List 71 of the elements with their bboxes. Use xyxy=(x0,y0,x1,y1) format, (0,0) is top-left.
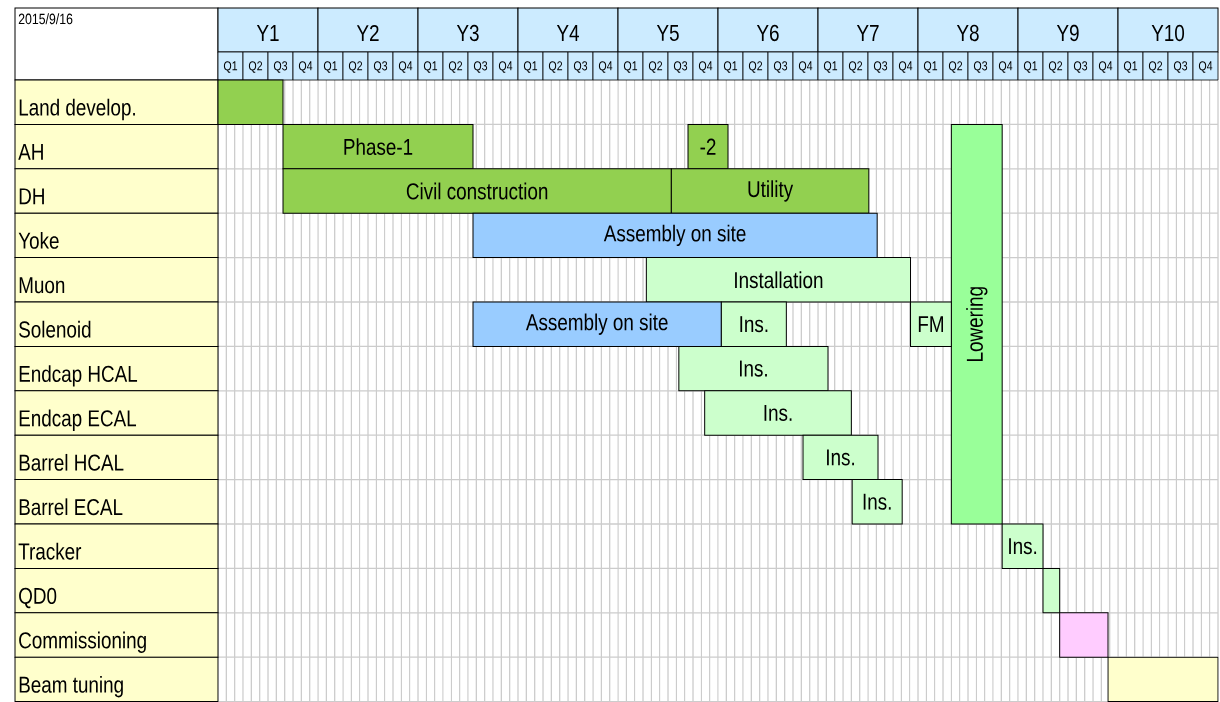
quarter-header: Q3 xyxy=(667,51,694,81)
task-bar xyxy=(217,79,284,125)
quarter-header: Q2 xyxy=(742,51,769,81)
quarter-header: Q4 xyxy=(1092,51,1119,81)
quarter-header: Q2 xyxy=(642,51,669,81)
task-bar: Assembly on site xyxy=(472,212,878,259)
row-header: DH xyxy=(14,168,219,214)
quarter-header: Q2 xyxy=(842,51,869,81)
quarter-header: Q3 xyxy=(867,51,894,81)
task-bar xyxy=(1107,656,1219,702)
quarter-header: Q4 xyxy=(292,51,319,81)
task-bar: Assembly on site xyxy=(472,301,722,347)
task-bar xyxy=(1042,567,1061,614)
row-header: Endcap HCAL xyxy=(14,345,219,392)
task-bar: Ins. xyxy=(851,479,903,525)
quarter-header: Q4 xyxy=(992,51,1019,81)
quarter-header: Q1 xyxy=(217,51,244,81)
row-header: Endcap ECAL xyxy=(14,390,219,436)
row-header: QD0 xyxy=(14,567,219,614)
quarter-header: Q4 xyxy=(492,51,519,81)
task-bar: FM xyxy=(910,301,952,347)
quarter-header: Q3 xyxy=(567,51,594,81)
task-bar xyxy=(1059,612,1109,658)
quarter-header: Q3 xyxy=(767,51,794,81)
quarter-header: Q1 xyxy=(517,51,544,81)
quarter-header: Q4 xyxy=(892,51,919,81)
task-bar: -2 xyxy=(687,123,729,170)
quarter-header: Q2 xyxy=(1142,51,1169,81)
task-bar: Ins. xyxy=(720,301,787,347)
row-header: Commissioning xyxy=(14,612,219,658)
quarter-header: Q2 xyxy=(442,51,469,81)
quarter-header: Q1 xyxy=(1017,51,1044,81)
row-header: Beam tuning xyxy=(14,656,219,702)
quarter-header: Q3 xyxy=(267,51,294,81)
row-header: Solenoid xyxy=(14,301,219,347)
quarter-header: Q4 xyxy=(692,51,719,81)
task-bar: Ins. xyxy=(704,390,852,436)
quarter-header: Q2 xyxy=(342,51,369,81)
quarter-header: Q1 xyxy=(417,51,444,81)
task-bar: Ins. xyxy=(1001,523,1044,569)
task-bar: Civil construction xyxy=(282,168,672,214)
quarter-header: Q4 xyxy=(1192,51,1219,81)
quarter-header: Q1 xyxy=(717,51,744,81)
row-header: Land develop. xyxy=(14,79,219,125)
quarter-header: Q3 xyxy=(1067,51,1094,81)
row-header: Tracker xyxy=(14,523,219,569)
quarter-header: Q3 xyxy=(967,51,994,81)
quarter-header: Q2 xyxy=(242,51,269,81)
quarter-header: Q4 xyxy=(392,51,419,81)
date-text: 2015/9/16 xyxy=(14,7,219,81)
row-header: Barrel HCAL xyxy=(14,434,219,481)
quarter-header: Q2 xyxy=(542,51,569,81)
quarter-header: Q1 xyxy=(617,51,644,81)
row-header: Muon xyxy=(14,257,219,303)
row-header: Barrel ECAL xyxy=(14,479,219,525)
quarter-header: Q1 xyxy=(817,51,844,81)
quarter-header: Q2 xyxy=(1042,51,1069,81)
task-bar: Phase-1 xyxy=(282,123,474,170)
quarter-header: Q1 xyxy=(1117,51,1144,81)
quarter-header: Q3 xyxy=(367,51,394,81)
quarter-header: Q1 xyxy=(917,51,944,81)
quarter-header: Q1 xyxy=(317,51,344,81)
quarter-header: Q4 xyxy=(792,51,819,81)
row-header: AH xyxy=(14,123,219,170)
task-bar: Lowering xyxy=(950,123,1003,525)
quarter-header: Q4 xyxy=(592,51,619,81)
task-bar: Ins. xyxy=(802,434,879,481)
quarter-header: Q2 xyxy=(942,51,969,81)
row-header: Yoke xyxy=(14,212,219,259)
quarter-header: Q3 xyxy=(1167,51,1194,81)
quarter-header: Q3 xyxy=(467,51,494,81)
